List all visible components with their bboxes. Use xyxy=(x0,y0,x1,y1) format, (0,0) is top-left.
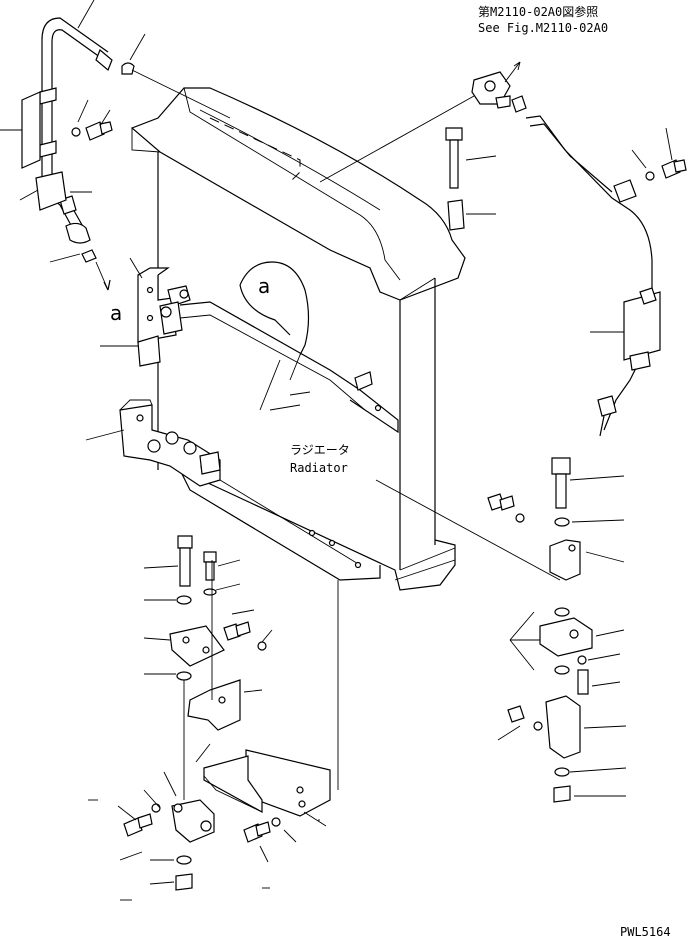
lower-mounting-bracket xyxy=(119,399,221,487)
reference-note-en: See Fig.M2110-02A0 xyxy=(478,21,608,35)
detail-a-callout: a xyxy=(239,261,311,411)
drawing-code: PWL5164 xyxy=(620,925,671,939)
right-mount-stack xyxy=(375,457,627,803)
leader-lines-left-upper xyxy=(0,0,146,263)
hose-clip xyxy=(35,171,67,211)
radiator-core xyxy=(130,87,466,591)
bottom-bracket-plate xyxy=(195,580,339,827)
overflow-tube-right xyxy=(525,115,687,437)
radiator-cap xyxy=(471,71,527,113)
hose-leader-line xyxy=(131,69,231,119)
radiator-label-jp: ラジエータ xyxy=(290,443,350,457)
reference-note-jp: 第M2110-02A0図参照 xyxy=(478,4,598,19)
clip-lower xyxy=(81,249,97,263)
support-rod xyxy=(179,301,399,434)
bolt-small xyxy=(85,121,105,141)
bottom-mount-bushing xyxy=(88,771,297,901)
hose-clamp-upper xyxy=(121,62,135,75)
detail-marker-a-left: a xyxy=(110,301,122,325)
detail-marker-a-top: a xyxy=(258,274,270,298)
upper-mounting-bracket xyxy=(137,267,191,367)
cap-leader-line xyxy=(319,95,475,183)
radiator-label-en: Radiator xyxy=(290,461,348,475)
lower-left-mount-stack xyxy=(143,535,273,800)
leader-bracket-lower xyxy=(85,429,125,441)
washer-small xyxy=(71,127,81,137)
hose-clamp-plate xyxy=(21,91,41,169)
leader-bracket-upper xyxy=(129,257,143,279)
top-bolt-and-spacer xyxy=(445,127,497,231)
leader-cap xyxy=(504,61,521,83)
leader-bolt-right xyxy=(631,149,647,169)
